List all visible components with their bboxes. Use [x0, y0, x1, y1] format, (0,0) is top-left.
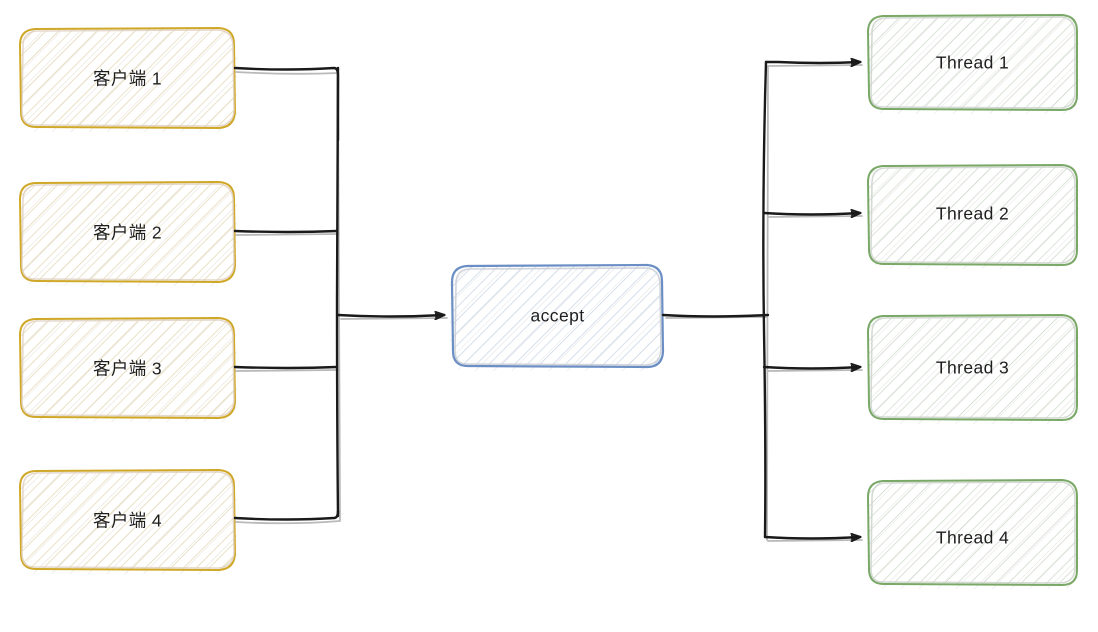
- client-node-4[interactable]: [19, 469, 237, 574]
- thread-node-3[interactable]: [867, 314, 1079, 424]
- client-node-3[interactable]: [19, 317, 237, 422]
- client-node-1[interactable]: [19, 27, 237, 132]
- thread-node-1[interactable]: [867, 14, 1079, 114]
- connector-accept-to-threads: [661, 62, 863, 541]
- accept-node[interactable]: [450, 263, 665, 371]
- thread-node-2[interactable]: [867, 164, 1079, 269]
- connector-clients-to-accept: [233, 66, 448, 525]
- client-node-2[interactable]: [19, 181, 237, 286]
- thread-node-4[interactable]: [867, 479, 1079, 589]
